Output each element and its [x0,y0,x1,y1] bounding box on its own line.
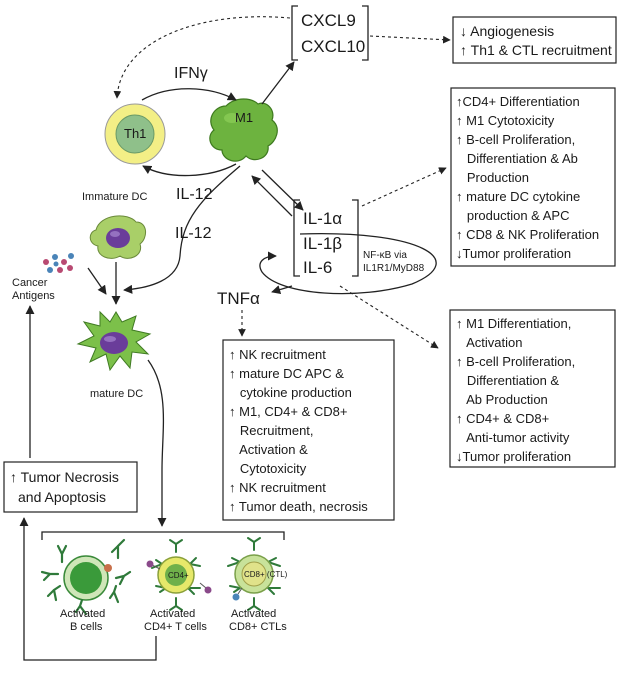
tnf-effect-5: Recruitment, [229,423,314,438]
tnf-effect-7: Cytotoxicity [229,461,307,476]
antibody-icon [40,538,132,616]
b-cell-label-1: Activated [60,608,105,620]
il12-label-dc: IL-12 [175,225,212,242]
arrow-mature-dc-to-activated [147,359,167,527]
il-6: IL-6 [303,258,332,277]
tumor-necrosis-box: ↑ Tumor Necrosis and Apoptosis [3,461,138,513]
il1-effect-9: ↓Tumor proliferation [456,246,571,261]
arrow-chemokine-to-effects [369,35,451,44]
immature-dc-label: Immature DC [82,191,147,203]
il6-effect-5: Ab Production [456,392,548,407]
arrow-m1-to-chemokines [261,61,295,105]
tnf-effect-6: Activation & [229,442,308,457]
immature-dc-nucleus [106,228,130,248]
il1-effect-6: ↑ mature DC cytokine [456,189,580,204]
cancer-antigens-label-1: Cancer [12,277,48,289]
il6-effect-3: ↑ B-cell Proliferation, [456,354,575,369]
il-1-alpha: IL-1α [303,209,342,228]
arrow-il12-top [142,163,237,177]
il1-effect-4: Differentiation & Ab [456,151,578,166]
interleukin-group: IL-1α IL-1β IL-6 [293,199,359,277]
immature-dc: Immature DC [82,191,147,259]
il1-effect-3: ↑ B-cell Proliferation, [456,132,575,147]
il-1-beta: IL-1β [303,234,342,253]
il1-effect-2: ↑ M1 Cytotoxicity [456,113,555,128]
tnf-effect-3: cytokine production [229,385,352,400]
tnf-effect-8: ↑ NK recruitment [229,480,326,495]
il6-effect-1: ↑ M1 Differentiation, [456,316,571,331]
tnf-effect-2: ↑ mature DC APC & [229,366,344,381]
cd4-inner-label: CD4+ [168,571,189,580]
arrow-il-to-tnf [271,285,293,295]
cd8-inner-label: CD8+ (CTL) [244,570,288,579]
b-cell-inner [70,562,102,594]
il6-effects-box: ↑ M1 Differentiation, Activation ↑ B-cel… [449,309,616,468]
tnf-effect-4: ↑ M1, CD4+ & CD8+ [229,404,348,419]
effect-angiogenesis: ↓ Angiogenesis [460,23,554,39]
effect-th1-ctl: ↑ Th1 & CTL recruitment [460,42,612,58]
cancer-antigens-dots [43,253,74,273]
il6-effect-6: ↑ CD4+ & CD8+ [456,411,549,426]
ifn-label: IFNγ [174,65,208,82]
chemokine-cxcl10: CXCL10 [301,37,365,56]
m1-shape [209,98,278,162]
activated-b-cell: Activated B cells [40,538,132,633]
il6-effect-2: Activation [456,335,522,350]
il1-effect-7: production & APC [456,208,569,223]
il1-effects-box: ↑CD4+ Differentiation ↑ M1 Cytotoxicity … [450,87,616,267]
tnf-label: TNFα [217,289,260,308]
il1-effect-8: ↑ CD8 & NK Proliferation [456,227,599,242]
mature-dc-nucleus [100,332,128,354]
dotted-chemokine-to-th1 [113,16,291,99]
mature-dc-label: mature DC [90,388,143,400]
chemokine-effects-box: ↓ Angiogenesis ↑ Th1 & CTL recruitment [452,16,617,64]
tumor-necrosis-line-1: ↑ Tumor Necrosis [10,469,119,485]
tnf-effect-1: ↑ NK recruitment [229,347,326,362]
arrow-il12-m1-to-dc [123,165,241,294]
chemokine-cxcl9: CXCL9 [301,11,356,30]
cd4-label-2: CD4+ T cells [144,621,207,633]
il1-effect-1: ↑CD4+ Differentiation [456,94,580,109]
chemokine-group: CXCL9 CXCL10 [291,5,369,61]
arrow-activated-to-necrosis [19,517,157,661]
nfkb-loop [259,232,437,295]
th1-inner [115,114,155,154]
m1-label: M1 [235,110,253,125]
nfkb-label-2: IL1R1/MyD88 [363,263,425,274]
th1-cell: Th1 [104,103,166,165]
cd4-cell-inner [165,564,187,586]
b-cell-antigen-icon [104,564,112,572]
b-cell-label-2: B cells [70,621,103,633]
cd4-antigen-icon-right [204,586,212,594]
cancer-antigens-label-2: Antigens [12,290,55,302]
arrow-antigens-to-mature-dc [87,267,107,295]
cd8-label-1: Activated [231,608,276,620]
arrow-ifn [141,88,237,101]
tnf-effects-box: ↑ NK recruitment ↑ mature DC APC & cytok… [222,339,395,521]
cd4-antigen-icon-left [146,560,154,568]
cd8-antigen-icon [232,593,240,601]
cd8-label-2: CD8+ CTLs [229,621,287,633]
arrow-m1-to-il [261,169,304,211]
cd4-label-1: Activated [150,608,195,620]
cd8-cell-inner [241,561,267,587]
th1-label: Th1 [124,126,146,141]
arrow-il-to-m1 [251,175,293,217]
m1-macrophage: M1 [209,98,278,162]
il6-effect-7: Anti-tumor activity [456,430,570,445]
activated-cd8-cell: CD8+ (CTL) Activated CD8+ CTLs [227,537,288,633]
activated-cells-bracket [41,531,285,540]
dotted-il1-to-effects [361,167,447,207]
il6-effect-8: ↓Tumor proliferation [456,449,571,464]
mature-dc: mature DC [76,310,152,400]
nfkb-label-1: NF-κB via [363,250,407,261]
tnf-effect-9: ↑ Tumor death, necrosis [229,499,368,514]
il1-effect-5: Production [456,170,529,185]
il12-label-top: IL-12 [176,186,213,203]
dotted-il6-to-effects [339,285,439,349]
il6-effect-4: Differentiation & [456,373,559,388]
tumor-necrosis-line-2: and Apoptosis [18,489,106,505]
activated-cd4-cell: CD4+ Activated CD4+ T cells [144,539,212,633]
